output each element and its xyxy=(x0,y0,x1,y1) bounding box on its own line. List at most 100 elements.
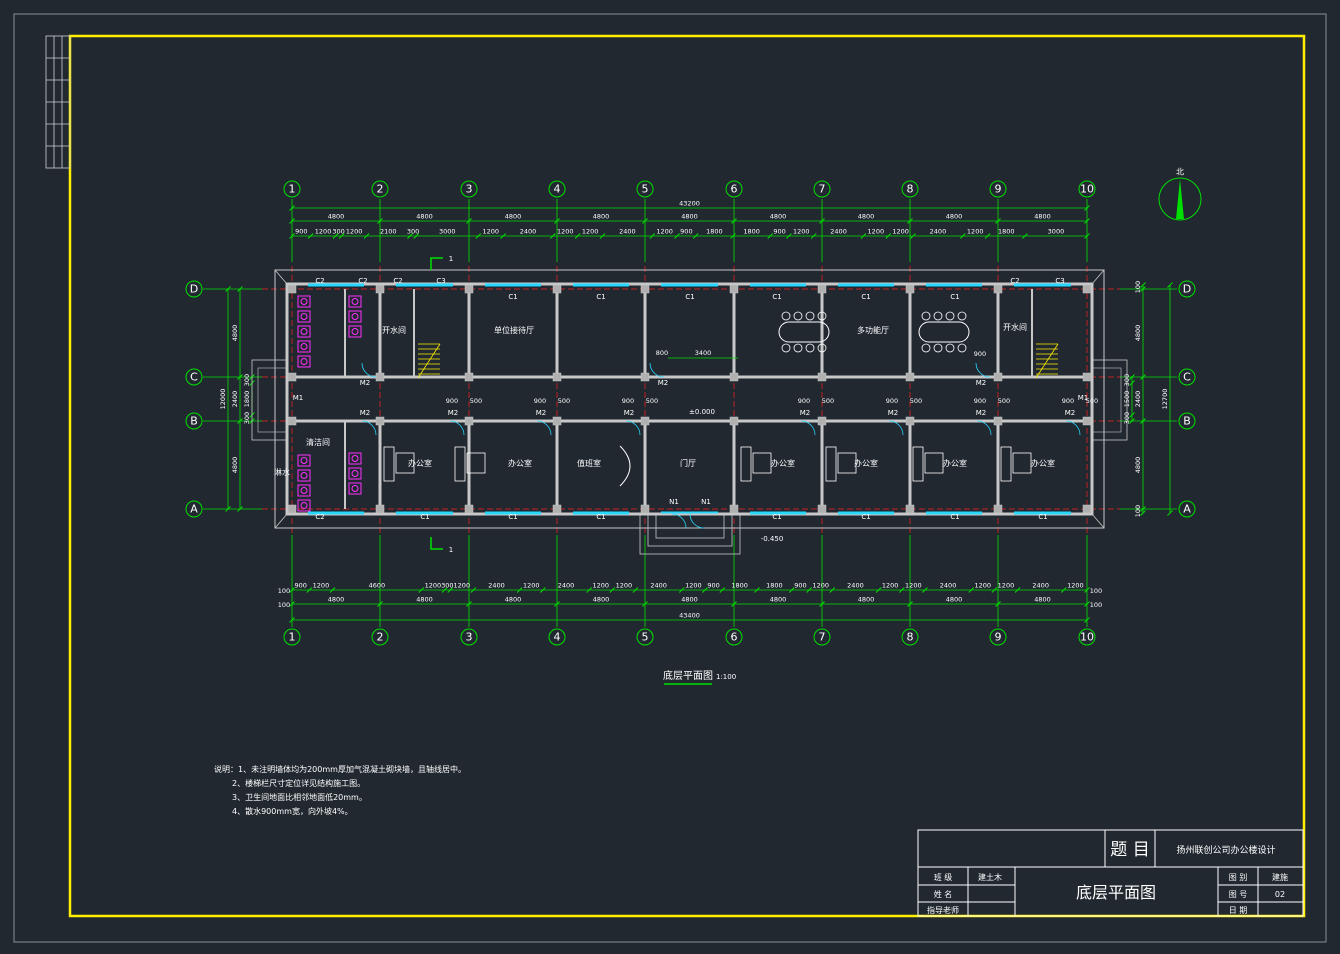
sink-sw-2 xyxy=(348,482,362,495)
dim-left-overall-tick-0 xyxy=(225,286,231,292)
dim-top-detail-text-20: 1200 xyxy=(892,228,909,236)
entry-door-left xyxy=(671,513,687,529)
tag-n1-1: N1 xyxy=(669,498,679,506)
axis-label-1-top: 1 xyxy=(289,183,296,196)
column-9-289 xyxy=(1082,284,1092,294)
dim-right-detail-tick-0 xyxy=(1129,374,1135,380)
dim-bottom-detail-tick-4 xyxy=(441,587,448,593)
meeting-table-2-chair-s2 xyxy=(945,343,955,353)
dim-door-5: 900 xyxy=(974,397,986,405)
axis-bubble-3-top xyxy=(460,180,478,198)
dim-top-bays-tick-4 xyxy=(642,218,648,224)
tb-category-value: 建施 xyxy=(1272,872,1288,882)
dim-left-bays-text-0: 4800 xyxy=(231,325,239,342)
dim-right-detail-tick-3 xyxy=(1129,418,1135,424)
entrance-steps-inner xyxy=(655,513,725,539)
dim-door-2: 900 xyxy=(622,397,634,405)
entrance-steps-outer xyxy=(639,513,741,555)
dim-right-bays-tick-3 xyxy=(1140,418,1146,424)
dim-top-detail-tick-14 xyxy=(692,233,699,239)
dim-bottom-bays-tick-3 xyxy=(554,601,560,607)
sink-nw-0 xyxy=(348,295,362,308)
axis-bubble-D-right xyxy=(1178,280,1196,298)
axis-label-2-top: 2 xyxy=(377,183,384,196)
dim-bottom-detail-tick-11 xyxy=(632,587,639,593)
dim-offset-3: 500 xyxy=(822,397,834,405)
tag-c2-nw: C2 xyxy=(315,277,324,285)
tag-c3-ne: C3 xyxy=(1055,277,1064,285)
office-desk-5-chair xyxy=(1012,452,1032,474)
room-boiling-right: 开水间 xyxy=(1003,322,1027,332)
dim-bottom-detail-text-20: 1200 xyxy=(905,582,922,590)
tb-number-value: 02 xyxy=(1275,890,1285,899)
room-unit-reception: 单位接待厅 xyxy=(494,325,534,335)
dim-bottom-detail-tick-1 xyxy=(306,587,313,593)
sink-nw-1 xyxy=(348,310,362,323)
column-4-421 xyxy=(640,416,650,426)
column-8-421 xyxy=(993,416,1003,426)
outer-frame xyxy=(13,13,1327,943)
axis-label-C-left: C xyxy=(190,371,198,384)
axis-label-9-top: 9 xyxy=(995,183,1002,196)
dim-bottom-detail-tick-13 xyxy=(702,587,708,593)
dim-top-detail-tick-18 xyxy=(810,233,817,239)
tag-m2-4: M2 xyxy=(536,409,547,417)
axis-label-10-bottom: 10 xyxy=(1080,631,1094,644)
axis-bubble-5-bottom xyxy=(636,628,654,646)
dim-bottom-detail-tick-3 xyxy=(418,587,425,593)
toilet-stall-nw-bowl-3 xyxy=(300,343,308,350)
dim-right-detail-tick-2 xyxy=(1129,412,1135,418)
axis-bubble-D-left xyxy=(185,280,203,298)
tb-project: 扬州联创公司办公楼设计 xyxy=(1176,844,1275,856)
axis-label-D-right: D xyxy=(1183,283,1191,296)
door-north-2 xyxy=(649,362,665,378)
dim-top-detail-text-23: 1800 xyxy=(998,228,1015,236)
dim-right-bays-text-4: 100 xyxy=(1134,505,1142,517)
dim-top-detail-text-15: 1800 xyxy=(743,228,760,236)
dim-bottom-detail-tick-22 xyxy=(968,587,975,593)
sink-sw-0 xyxy=(348,452,362,465)
dim-bottom-bays-tick-6 xyxy=(819,601,825,607)
axis-bubble-4-bottom xyxy=(548,628,566,646)
tag-c1-s1: C1 xyxy=(420,513,429,521)
tag-m2-7: M2 xyxy=(800,409,811,417)
dim-bottom-detail-tick-17 xyxy=(806,587,812,593)
dim-bottom-overall-tick-1 xyxy=(1084,617,1090,623)
dim-bottom-bays-text-3: 4800 xyxy=(593,596,610,604)
tb-date-label: 日 期 xyxy=(1229,906,1248,915)
dim-bottom-detail-tick-26 xyxy=(1084,587,1090,593)
dim-offset-4: 500 xyxy=(910,397,922,405)
axis-label-5-top: 5 xyxy=(642,183,649,196)
axis-label-B-right: B xyxy=(1183,415,1191,428)
office-desk-2-chair xyxy=(752,452,772,474)
dim-bottom-edge-right-2: 100 xyxy=(1090,601,1102,609)
axis-label-4-top: 4 xyxy=(554,183,561,196)
office-desk-3-chair xyxy=(837,452,857,474)
office-desk-4-chair xyxy=(924,452,944,474)
plinth-corner-nw xyxy=(274,269,288,285)
dim-bottom-detail-text-10: 1200 xyxy=(616,582,633,590)
column-6-289 xyxy=(817,284,827,294)
stair-west-break xyxy=(417,343,441,379)
dim-bottom-detail-tick-12 xyxy=(678,587,685,593)
dim-bottom-bays-tick-1 xyxy=(377,601,383,607)
dim-bottom-detail-tick-10 xyxy=(609,587,616,593)
dim-left-bays-text-1: 2400 xyxy=(231,391,239,408)
sink-nw-bowl-0 xyxy=(351,298,359,305)
dim-top-bays-tick-7 xyxy=(907,218,913,224)
dim-top-detail-text-3: 1200 xyxy=(346,228,363,236)
dim-bottom-detail-tick-20 xyxy=(898,587,905,593)
binding-strip xyxy=(45,35,71,169)
column-8-377 xyxy=(993,372,1003,382)
dim-bottom-detail-tick-8 xyxy=(539,587,546,593)
dim-top-bays-text-1: 4800 xyxy=(416,213,433,221)
toilet-stall-nw-1 xyxy=(297,310,311,323)
dim-left-bays-tick-3 xyxy=(237,506,243,512)
dim-top-detail-tick-4 xyxy=(363,233,370,239)
dim-top-detail-text-11: 2400 xyxy=(619,228,636,236)
dim-left-bays-text-2: 4800 xyxy=(231,457,239,474)
toilet-stall-nw-4 xyxy=(297,355,311,368)
plinth-corner-ne xyxy=(1091,269,1105,285)
room-office-1: 办公室 xyxy=(408,458,432,468)
